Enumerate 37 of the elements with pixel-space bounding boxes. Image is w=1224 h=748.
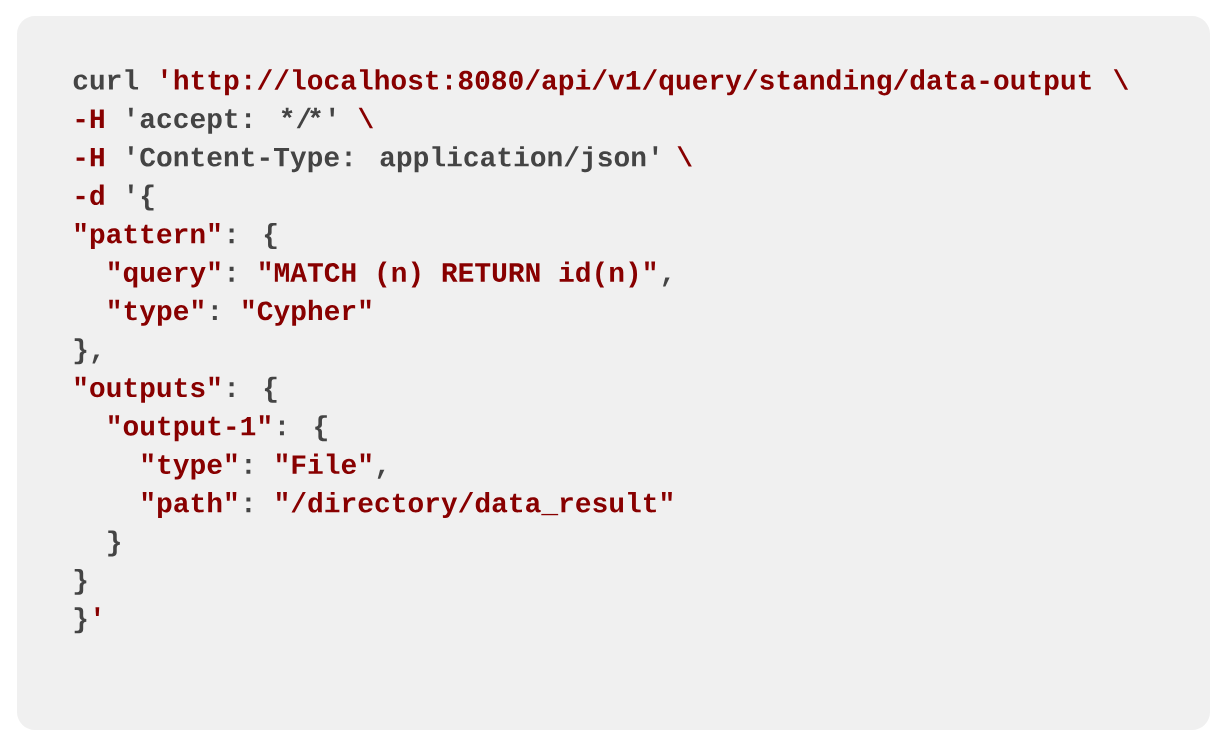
code-text: 'http://localhost:8080/api/v1/query/standing/data-output [162,69,1091,96]
code-text: \ [358,107,373,129]
code-text: 'Content-Type: application/json' [129,146,658,173]
code-text: curl [73,69,139,90]
code-text: : { [229,223,277,249]
code-text: , [377,469,385,479]
code-text: : { [279,415,327,442]
code-text: *' [310,107,335,119]
code-text: "MATCH (n) RETURN id(n)" [260,261,656,288]
code-text: -H [76,109,104,128]
code-text: : { [229,376,277,403]
code-text: : [246,459,251,474]
code-text: "File" [276,453,371,475]
code-text: : [212,305,217,321]
code-text: 'accept: */ [129,107,311,134]
code-text: -d [76,184,104,206]
code-text: \ [1113,69,1129,90]
code-text: "path" [142,492,237,518]
code-text: "query" [109,261,220,288]
code-text: -H [76,148,104,167]
code-text: } [74,568,87,595]
code-text: : [229,266,234,282]
code-text: , [663,277,670,287]
code-text: "/directory/data_result" [276,492,672,518]
code-text: "pattern" [75,223,220,249]
code-text: "type" [109,299,203,326]
code-text: \ [677,146,692,167]
code-text: "output-1" [109,415,270,442]
code-text: } [74,607,87,634]
code-text: '{ [129,184,154,211]
code-text: "Cypher" [243,299,371,326]
code-text: ' [95,607,100,616]
code-text: }, [74,338,100,365]
code-text: } [108,530,120,557]
code-text: "outputs" [75,376,220,403]
code-text: : [246,497,251,513]
code-text: "type" [142,453,237,480]
